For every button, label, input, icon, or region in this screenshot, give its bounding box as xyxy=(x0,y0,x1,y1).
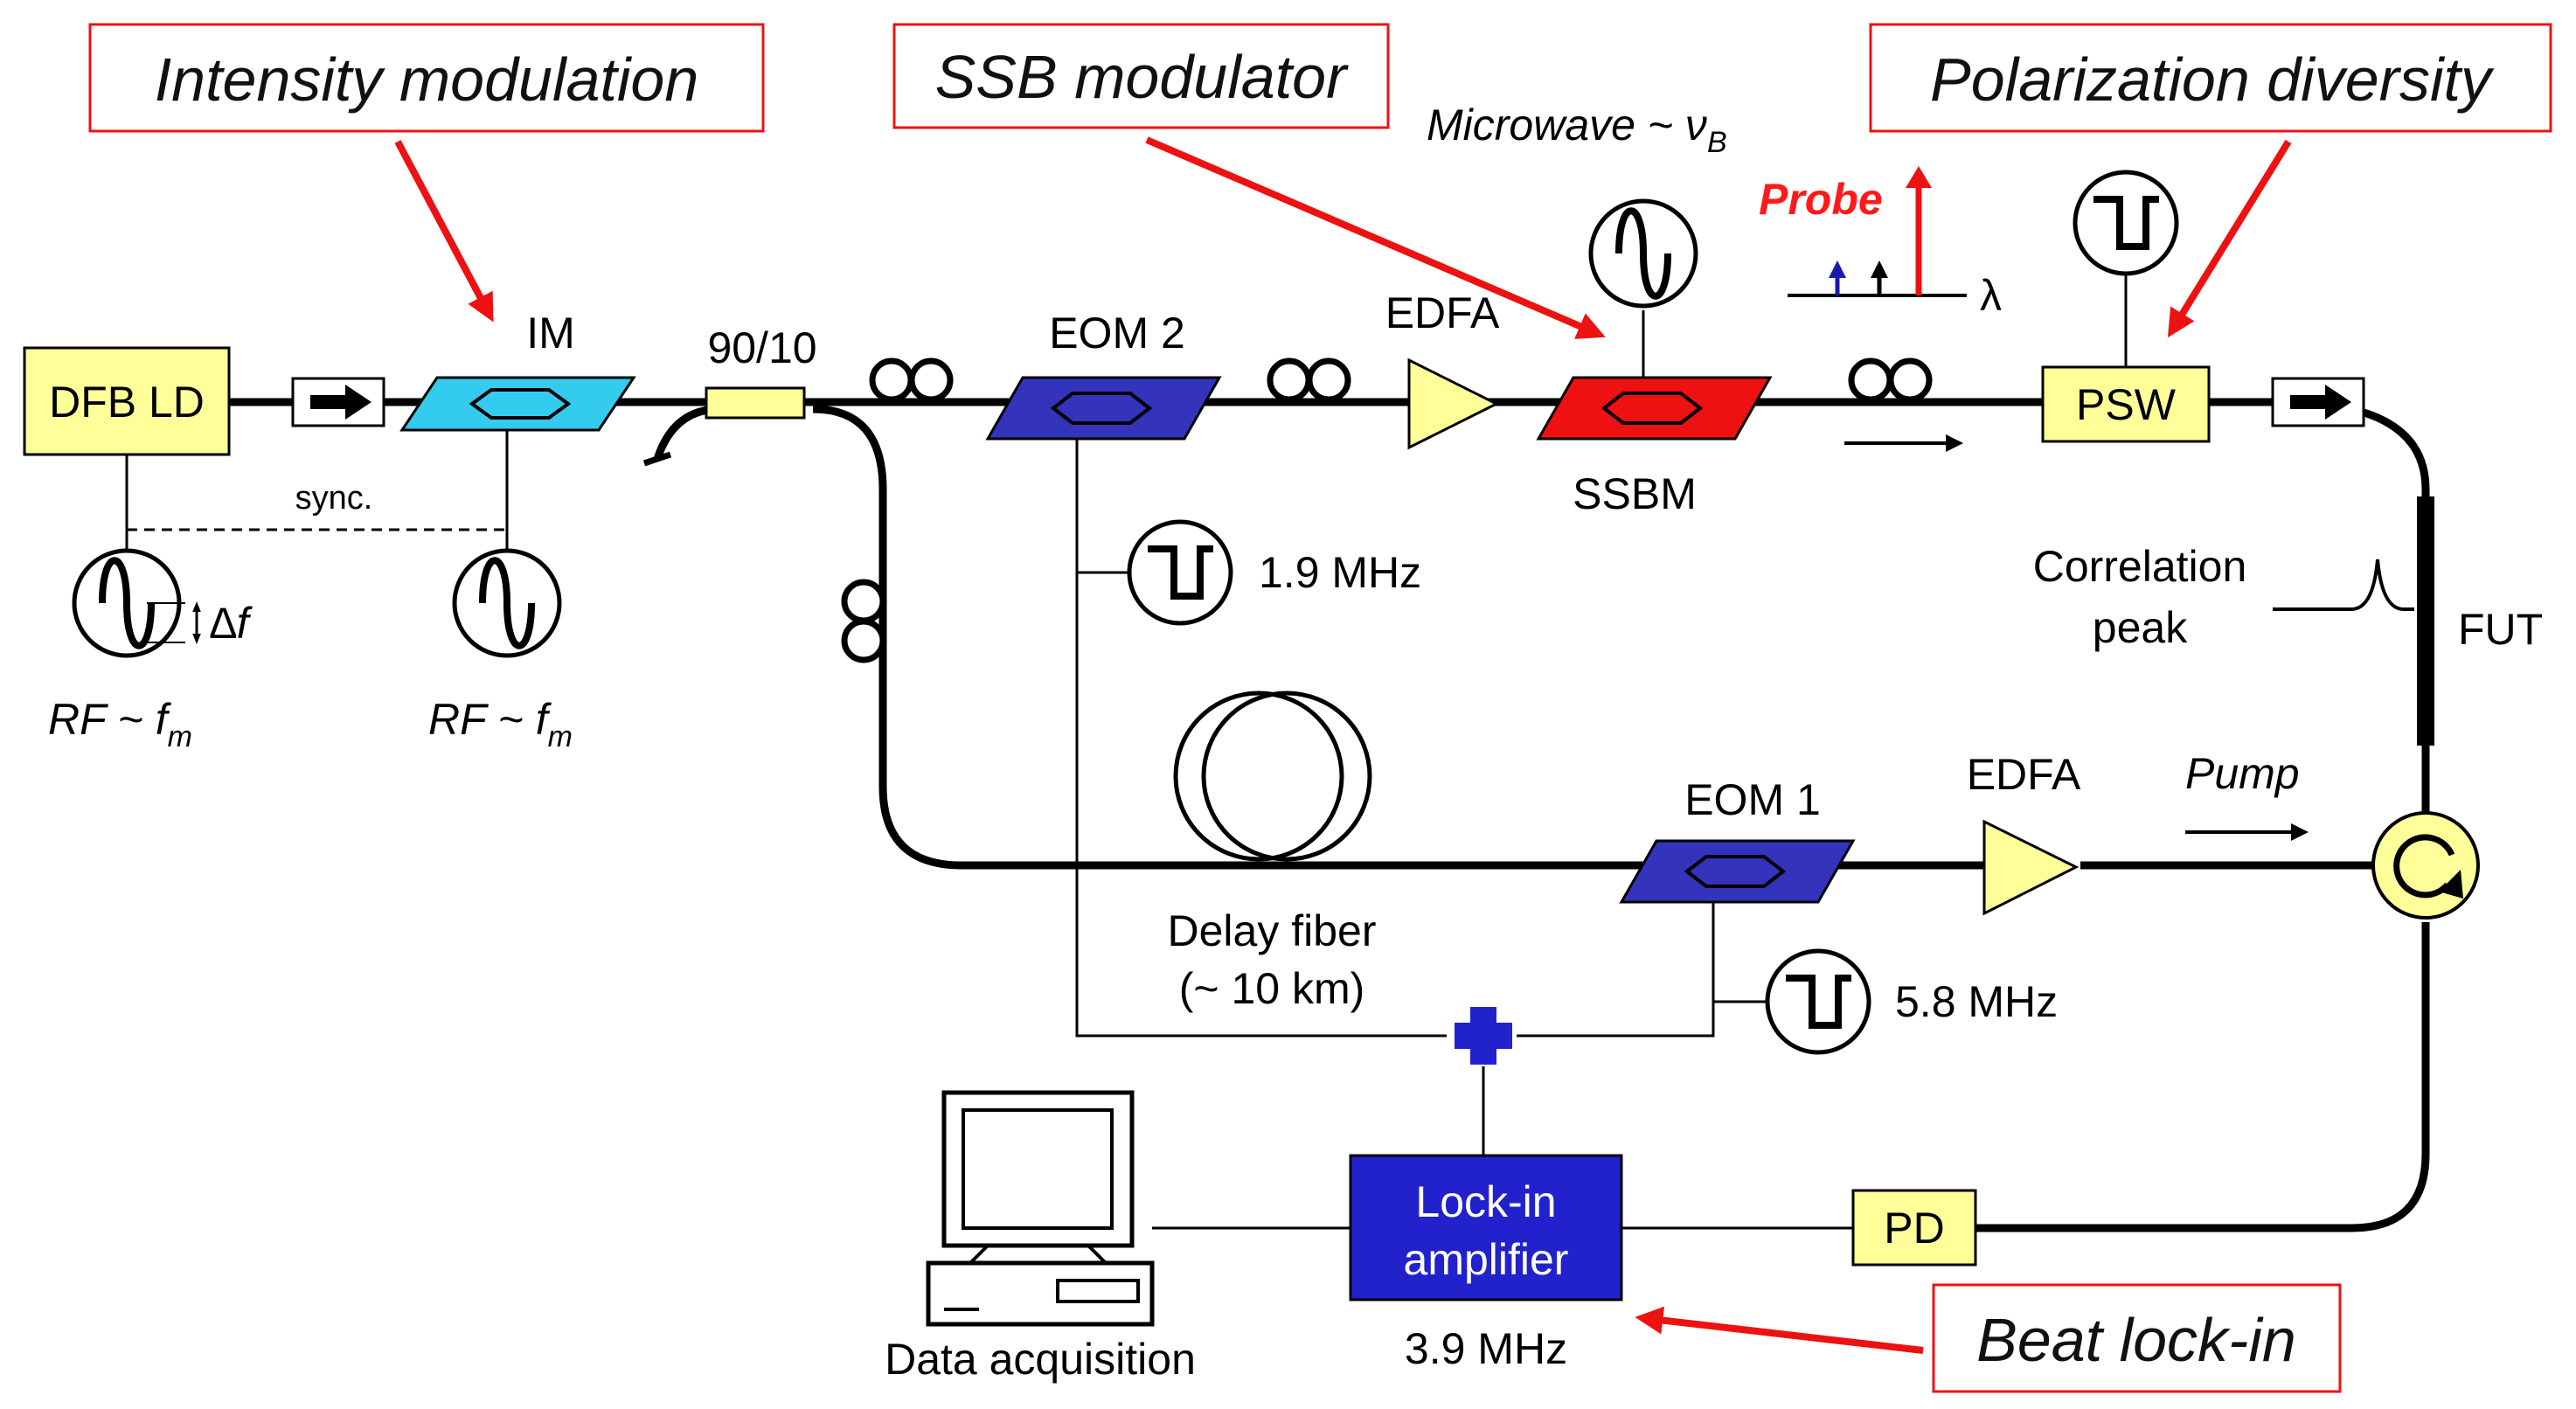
photodetector: PD xyxy=(1851,1189,1977,1267)
lock-in-amplifier: Lock-in amplifier 3.9 MHz xyxy=(1349,1154,1623,1373)
callout-polarization-diversity: Polarization diversity xyxy=(1869,23,2552,338)
fiber-under-test: FUT xyxy=(2417,496,2543,746)
eom1-label: EOM 1 xyxy=(1684,775,1821,824)
rf2-label-main: RF ~ f xyxy=(428,695,552,744)
isolator-2 xyxy=(2271,377,2365,427)
ssbm-label: SSBM xyxy=(1573,469,1697,518)
microwave-label-sub: B xyxy=(1707,126,1727,159)
sine-wave-icon xyxy=(99,557,155,649)
freq-lockin: 3.9 MHz xyxy=(1405,1324,1567,1373)
correlation-peak: Correlation peak xyxy=(2033,542,2414,652)
optical-fiber-paths xyxy=(229,398,2430,1232)
psw-square-source xyxy=(2073,170,2179,276)
sine-wave-icon xyxy=(479,557,535,649)
circulator xyxy=(2371,811,2480,920)
callout-beat-lock-in: Beat lock-in xyxy=(1635,1283,2342,1393)
adder-cross-icon xyxy=(1455,1007,1512,1065)
callout-polarization-diversity-text: Polarization diversity xyxy=(1930,45,2495,114)
eom-1-modulator: EOM 1 xyxy=(1619,775,1856,904)
delay-fiber-label-1: Delay fiber xyxy=(1168,906,1377,955)
edfa-bottom-amplifier: EDFA xyxy=(1967,750,2081,916)
rf2-label-sub: m xyxy=(548,720,573,753)
square-wave-icon xyxy=(1148,545,1213,600)
correlation-label-2: peak xyxy=(2093,603,2188,652)
edfa-top-amplifier: EDFA xyxy=(1385,288,1500,450)
fiber-coil-icon xyxy=(869,357,954,403)
polarization-switch: PSW xyxy=(2041,365,2211,443)
isolator-1 xyxy=(291,377,385,427)
sine-wave-icon xyxy=(1615,207,1671,300)
circulator-icon xyxy=(2393,834,2455,899)
rf2-label: RF ~ fm xyxy=(428,695,573,753)
eom2-square-source: 1.9 MHz xyxy=(1127,519,1421,626)
fiber-coil-icon xyxy=(1267,357,1351,403)
delay-fiber-spool: Delay fiber (~ 10 km) xyxy=(1168,691,1377,1013)
fiber-coil-icon xyxy=(1848,357,1933,403)
callout-intensity-modulation-text: Intensity modulation xyxy=(155,45,699,114)
rf-source-2: RF ~ fm xyxy=(428,548,573,753)
probe-spectrum: Probe λ xyxy=(1759,166,2002,320)
edfa-bottom-label: EDFA xyxy=(1967,750,2081,799)
eom2-label: EOM 2 xyxy=(1049,309,1185,357)
edfa-top-label: EDFA xyxy=(1385,288,1500,337)
im-label: IM xyxy=(526,309,575,357)
delta-f-label: ∆f xyxy=(210,599,253,648)
microwave-label-main: Microwave ~ ν xyxy=(1427,101,1707,149)
rf-source-1: ∆f RF ~ fm xyxy=(48,548,253,753)
intensity-modulator: IM xyxy=(399,309,636,432)
probe-label: Probe xyxy=(1759,175,1883,224)
eom1-square-source: 5.8 MHz xyxy=(1765,948,2058,1055)
pd-label: PD xyxy=(1884,1204,1944,1253)
microwave-label: Microwave ~ νB xyxy=(1427,101,1727,159)
coupler-label: 90/10 xyxy=(707,323,816,372)
lockin-label-2: amplifier xyxy=(1404,1235,1569,1284)
callout-intensity-modulation: Intensity modulation xyxy=(88,23,765,323)
rf1-label-main: RF ~ f xyxy=(48,695,172,744)
eom-2-modulator: EOM 2 xyxy=(985,309,1222,441)
microwave-source: Microwave ~ νB xyxy=(1427,101,1727,309)
data-acquisition-label: Data acquisition xyxy=(885,1335,1196,1384)
fiber-coil-icon xyxy=(841,579,886,663)
callout-ssb-modulator-text: SSB modulator xyxy=(935,43,1349,111)
electrical-wires xyxy=(125,273,2128,1230)
fut-label: FUT xyxy=(2458,605,2543,654)
isolator-arrow-icon xyxy=(2290,385,2351,420)
square-wave-icon xyxy=(2093,196,2159,250)
pump-label: Pump xyxy=(2185,749,2300,798)
rf1-label-sub: m xyxy=(168,720,192,753)
ssb-modulator: SSBM xyxy=(1536,376,1773,518)
computer-icon: Data acquisition xyxy=(885,1090,1196,1384)
pump-direction: Pump xyxy=(2185,749,2309,841)
callout-ssb-modulator: SSB modulator xyxy=(892,23,1606,339)
correlation-label-1: Correlation xyxy=(2033,542,2247,591)
lambda-label: λ xyxy=(1980,271,2002,320)
coupler-90-10: 90/10 xyxy=(705,323,817,420)
delay-fiber-label-2: (~ 10 km) xyxy=(1179,964,1365,1013)
lockin-label-1: Lock-in xyxy=(1415,1177,1556,1226)
dfb-ld-label: DFB LD xyxy=(49,378,205,427)
dfb-ld-source: DFB LD xyxy=(23,346,231,456)
freq-eom2: 1.9 MHz xyxy=(1259,548,1421,597)
callout-beat-lock-in-text: Beat lock-in xyxy=(1976,1306,2296,1374)
rf1-label: RF ~ fm xyxy=(48,695,192,753)
square-wave-icon xyxy=(1786,975,1851,1029)
freq-eom1: 5.8 MHz xyxy=(1895,977,2058,1026)
psw-label: PSW xyxy=(2076,380,2177,429)
sync-label: sync. xyxy=(295,480,373,517)
isolator-arrow-icon xyxy=(310,385,371,420)
